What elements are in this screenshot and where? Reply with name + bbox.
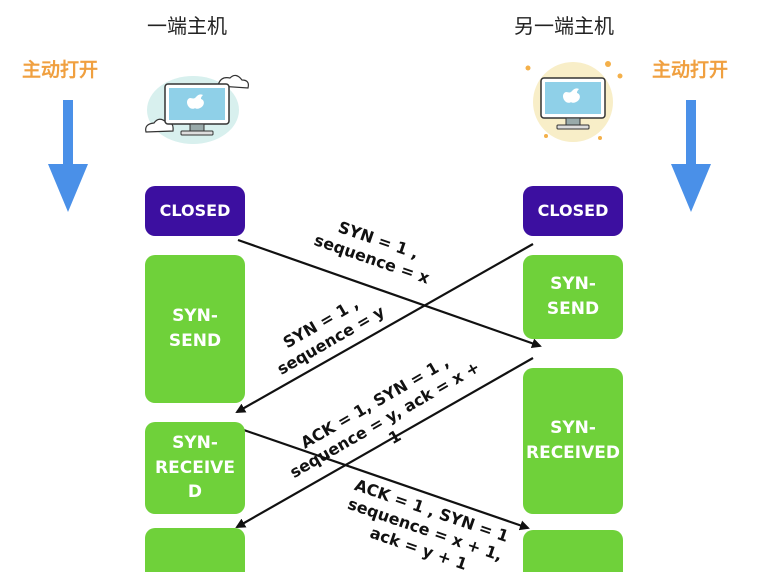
arrow-right-ack bbox=[235, 357, 534, 528]
arrow-left-syn bbox=[237, 238, 542, 349]
left-state-syn-send: SYN- SEND bbox=[145, 255, 245, 403]
left-host-title: 一端主机 bbox=[147, 14, 227, 38]
left-open-label: 主动打开 bbox=[22, 59, 99, 81]
left-state-syn-received: SYN- RECEIVE D bbox=[145, 422, 245, 514]
right-state-closed: CLOSED bbox=[523, 186, 623, 236]
right-state-syn-received: SYN- RECEIVED bbox=[523, 368, 623, 514]
right-state-syn-send: SYN- SEND bbox=[523, 255, 623, 339]
left-state-closed: CLOSED bbox=[145, 186, 245, 236]
arrow-left-ack bbox=[237, 426, 530, 531]
left-down-arrow-icon bbox=[48, 100, 88, 212]
left-computer-icon bbox=[145, 74, 249, 144]
right-state-established bbox=[523, 530, 623, 572]
right-open-label: 主动打开 bbox=[652, 59, 729, 81]
right-down-arrow-icon bbox=[671, 100, 711, 212]
left-state-established bbox=[145, 528, 245, 572]
right-computer-icon bbox=[525, 61, 623, 142]
right-host-title: 另一端主机 bbox=[514, 14, 614, 38]
arrow-right-syn bbox=[235, 243, 534, 413]
